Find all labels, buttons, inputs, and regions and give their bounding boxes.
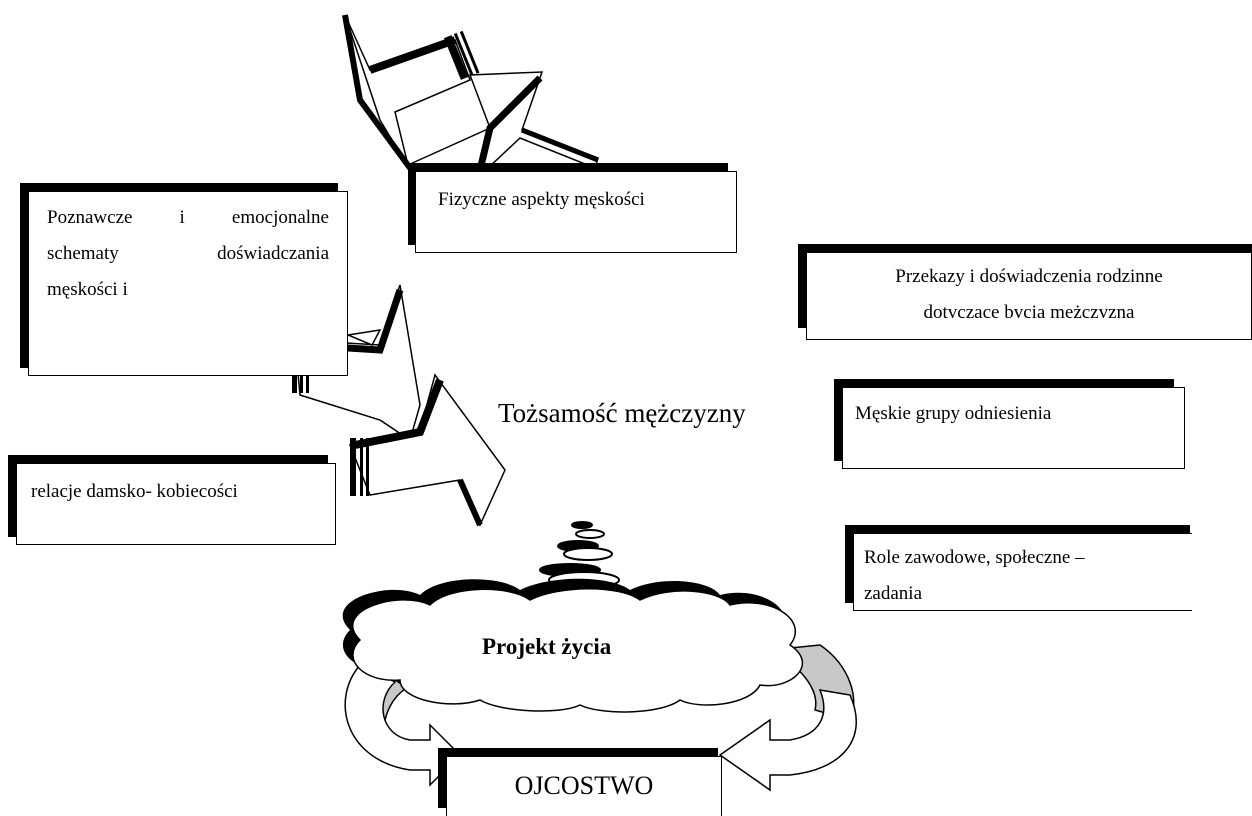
box-relations: relacje damsko- kobiecości bbox=[16, 463, 336, 545]
arrow-left-lower bbox=[348, 373, 506, 527]
box-roles-line1: Role zawodowe, społeczne – bbox=[864, 547, 1085, 568]
cloud-label: Projekt życia bbox=[482, 634, 612, 659]
center-label: Tożsamość mężczyzny bbox=[498, 398, 746, 428]
box-roles-line2: zadania bbox=[864, 583, 923, 605]
box-relations-label: relacje damsko- kobiecości bbox=[31, 481, 238, 502]
box-male-reference-groups: Męskie grupy odniesienia bbox=[842, 387, 1185, 469]
cloud bbox=[342, 578, 804, 713]
box-cognitive-line1: Poznawcze i emocjonalne bbox=[47, 207, 329, 228]
box-family-line2: dotvczace bvcia meżczvzna bbox=[923, 302, 1135, 324]
box-cognitive-line3: męskości i bbox=[47, 279, 128, 301]
box-physical-label: Fizyczne aspekty męskości bbox=[438, 189, 645, 210]
box-fatherhood-label: OJCOSTWO bbox=[514, 771, 654, 800]
box-cognitive-line2: schematy doświadczania bbox=[47, 243, 329, 265]
box-fatherhood: OJCOSTWO bbox=[446, 756, 722, 816]
box-family-line1: Przekazy i doświadczenia rodzinne bbox=[895, 266, 1163, 287]
cycle-arrows bbox=[344, 644, 857, 792]
box-groups-label: Męskie grupy odniesienia bbox=[855, 403, 1052, 424]
box-cognitive-schemas: Poznawcze i emocjonalne schematy doświad… bbox=[28, 191, 348, 376]
box-family-messages: Przekazy i doświadczenia rodzinne dotvcz… bbox=[806, 252, 1252, 340]
box-professional-roles: Role zawodowe, społeczne – zadania bbox=[853, 533, 1192, 611]
box-physical-aspects: Fizyczne aspekty męskości bbox=[415, 171, 737, 253]
thought-bubbles bbox=[539, 521, 620, 589]
arrow-top bbox=[342, 14, 599, 171]
